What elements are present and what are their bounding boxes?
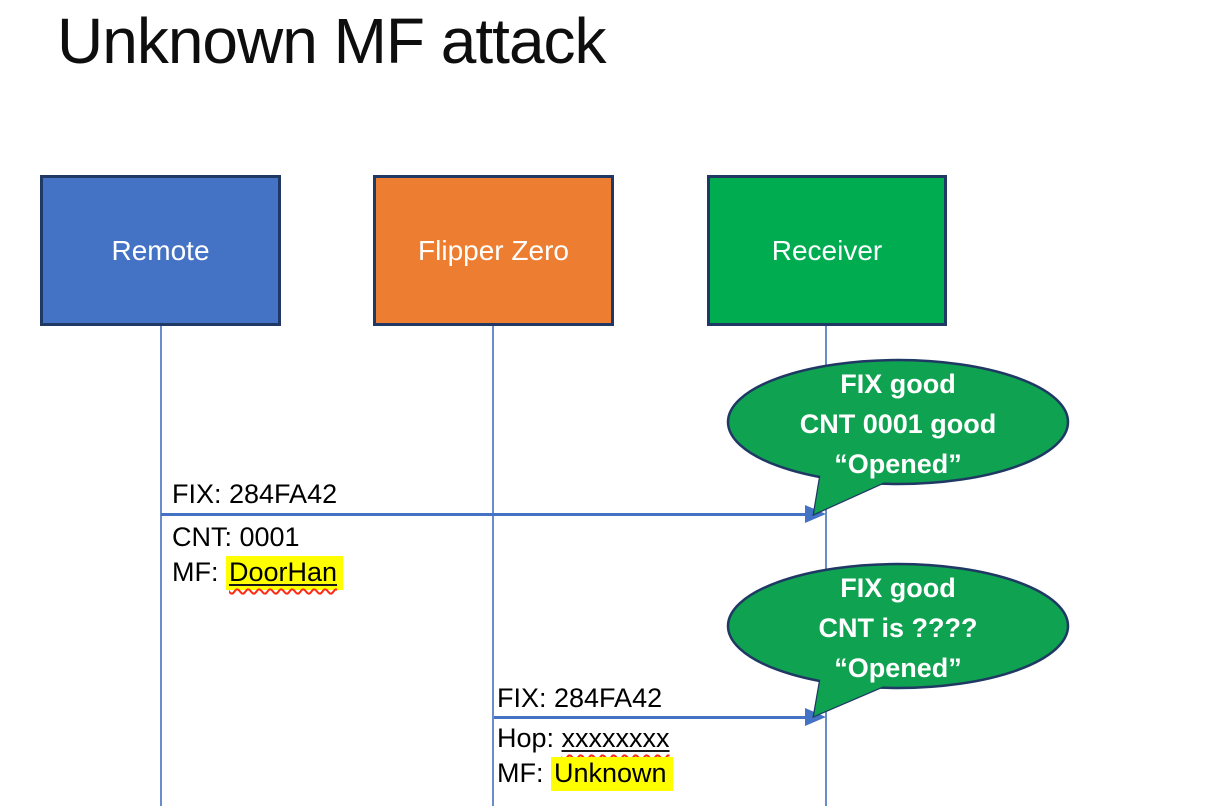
message2-mf-prefix: MF:	[497, 758, 551, 788]
callout-bubble-2-shape	[726, 562, 1070, 719]
lifeline-flipper-zero	[492, 326, 494, 806]
lifeline-remote	[160, 326, 162, 806]
callout-2-text: FIX good CNT is ???? “Opened”	[730, 568, 1066, 688]
callout-bubble-1-shape	[726, 358, 1070, 517]
callout-1-tail-fill	[814, 466, 898, 514]
message1-label-fix: FIX: 284FA42	[172, 479, 338, 509]
callout-2-line1: FIX good	[840, 573, 956, 603]
actor-box-receiver: Receiver	[707, 175, 947, 326]
message1-label-details: CNT: 0001 MF: DoorHan	[172, 520, 344, 590]
lifeline-receiver	[825, 326, 827, 806]
message2-hop-prefix: Hop:	[497, 723, 562, 753]
message1-mf-prefix: MF:	[172, 557, 226, 587]
callout-1-line3: “Opened”	[834, 449, 962, 479]
callout-1-line2: CNT 0001 good	[799, 409, 997, 439]
callout-bubble-1: FIX good CNT 0001 good “Opened”	[706, 356, 1078, 524]
callout-2-tail-fill	[814, 670, 898, 716]
actor-label-flipper-zero: Flipper Zero	[418, 234, 569, 266]
slide-title: Unknown MF attack	[57, 5, 607, 77]
message2-label-details: Hop: xxxxxxxx MF: Unknown	[497, 721, 673, 791]
message2-label-fix: FIX: 284FA42	[497, 683, 663, 713]
callout-2-line2: CNT is ????	[818, 613, 978, 643]
actor-label-receiver: Receiver	[771, 234, 883, 266]
message1-mf-value: DoorHan	[229, 557, 338, 587]
actor-box-flipper-zero: Flipper Zero	[373, 175, 614, 326]
message2-label-mf: MF: Unknown	[497, 756, 673, 791]
message1-label-cnt: CNT: 0001	[172, 522, 300, 552]
message1-mf-highlight: DoorHan	[226, 556, 344, 590]
callout-1-text: FIX good CNT 0001 good “Opened”	[730, 364, 1066, 484]
message1-label-mf: MF: DoorHan	[172, 555, 344, 590]
message2-hop-value: xxxxxxxx	[561, 723, 670, 753]
actor-box-remote: Remote	[40, 175, 281, 326]
callout-2-line3: “Opened”	[834, 653, 962, 683]
callout-1-line1: FIX good	[840, 369, 956, 399]
message2-arrow-line	[494, 716, 806, 719]
actor-label-remote: Remote	[111, 234, 210, 266]
callout-1-ellipse	[726, 358, 1070, 486]
callout-2-ellipse	[726, 562, 1070, 690]
callout-bubble-2: FIX good CNT is ???? “Opened”	[706, 560, 1078, 728]
message2-mf-value: Unknown	[551, 757, 673, 791]
message2-label-hop: Hop: xxxxxxxx	[497, 721, 673, 756]
message1-arrow-line	[161, 513, 806, 516]
